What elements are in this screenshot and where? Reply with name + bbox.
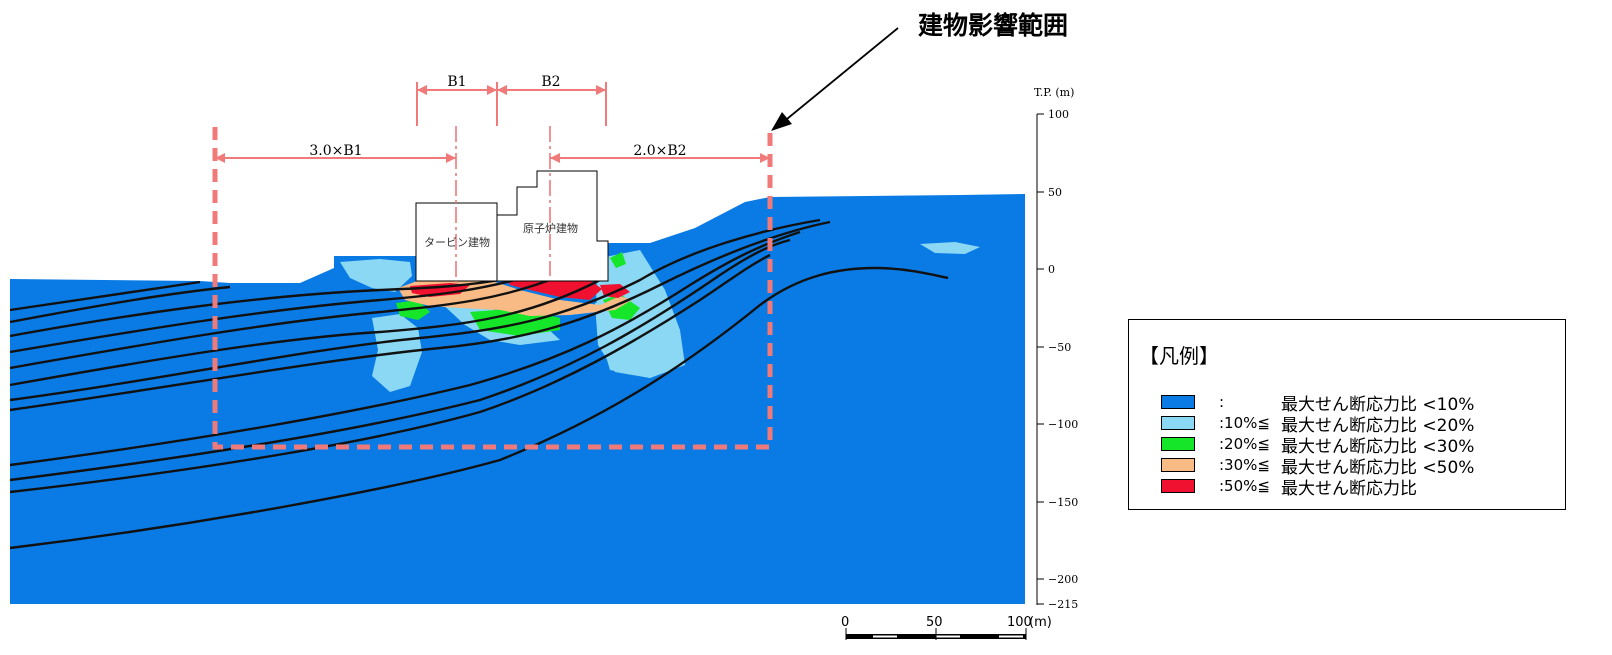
dimension-arrowheads — [215, 85, 770, 163]
legend-item: :20%≦ 最大せん断応力比 <30% — [1161, 433, 1475, 457]
turbine-building-label: タービン建物 — [424, 235, 490, 249]
legend-range: :50%≦ — [1219, 477, 1270, 495]
dimension-lines — [215, 82, 770, 159]
axis-title: T.P. (m) — [1034, 86, 1074, 99]
b1-label: B1 — [447, 74, 466, 90]
annotation-arrow — [771, 27, 899, 131]
legend-item: :50%≦ 最大せん断応力比 — [1161, 475, 1417, 499]
axis-tick-label: 50 — [1048, 186, 1062, 199]
buildings — [415, 170, 609, 282]
legend-label: 最大せん断応力比 <20% — [1281, 415, 1475, 436]
axis-tick-label: 0 — [1048, 263, 1055, 276]
range-right-label: 2.0×B2 — [633, 143, 686, 159]
axis-tick-label: −50 — [1048, 341, 1071, 354]
influence-range-boundary — [212, 127, 773, 450]
legend-label: 最大せん断応力比 <50% — [1281, 457, 1475, 478]
scale-tick-label: 0 — [841, 615, 849, 630]
elevation-axis — [1036, 113, 1044, 605]
legend-swatch — [1161, 437, 1195, 451]
b2-label: B2 — [541, 74, 560, 90]
legend: 【凡例】 : 最大せん断応力比 <10% :10%≦ 最大せん断応力比 <20%… — [1128, 319, 1566, 510]
axis-tick-label: −200 — [1048, 573, 1078, 586]
legend-range: :10%≦ — [1219, 414, 1270, 432]
building-centerlines — [455, 126, 551, 287]
building-influence-annotation: 建物影響範囲 — [918, 11, 1069, 40]
scale-tick-label: 50 — [926, 615, 943, 630]
legend-range: :30%≦ — [1219, 456, 1270, 474]
reactor-building-label: 原子炉建物 — [523, 221, 578, 235]
reactor-building — [496, 170, 609, 282]
legend-item: :10%≦ 最大せん断応力比 <20% — [1161, 412, 1475, 436]
legend-swatch — [1161, 416, 1195, 430]
scale-unit: (m) — [1029, 615, 1052, 630]
legend-item: :30%≦ 最大せん断応力比 <50% — [1161, 454, 1475, 478]
axis-tick-label: 100 — [1048, 108, 1069, 121]
legend-swatch — [1161, 479, 1195, 493]
range-left-label: 3.0×B1 — [309, 143, 362, 159]
scale-tick-label: 100 — [1007, 615, 1032, 630]
legend-label: 最大せん断応力比 — [1281, 478, 1417, 499]
legend-label: 最大せん断応力比 <30% — [1281, 436, 1475, 457]
legend-swatch — [1161, 458, 1195, 472]
legend-range: : — [1219, 393, 1225, 411]
strata-lines — [9, 218, 949, 550]
axis-tick-label: −215 — [1048, 598, 1078, 611]
legend-title: 【凡例】 — [1139, 344, 1219, 368]
axis-tick-label: −150 — [1048, 496, 1078, 509]
scale-bar — [845, 628, 1027, 640]
legend-range: :20%≦ — [1219, 435, 1270, 453]
legend-item: : 最大せん断応力比 <10% — [1161, 391, 1475, 415]
axis-tick-label: −100 — [1048, 418, 1078, 431]
legend-label: 最大せん断応力比 <10% — [1281, 394, 1475, 415]
legend-swatch — [1161, 395, 1195, 409]
